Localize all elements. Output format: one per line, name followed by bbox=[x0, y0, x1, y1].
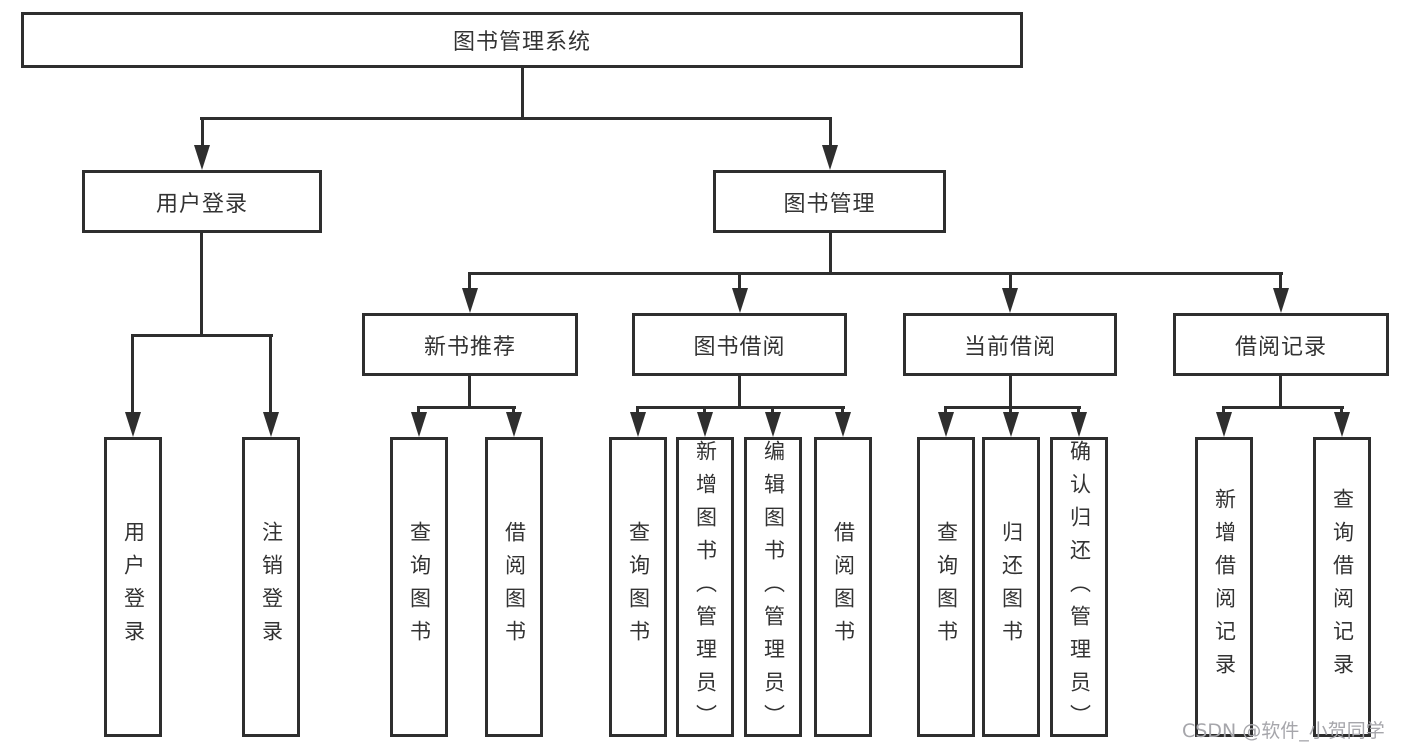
connector-to-book-borrow bbox=[738, 273, 741, 291]
arrow-down-icon bbox=[765, 412, 781, 437]
arrow-down-icon bbox=[1003, 412, 1019, 437]
leaf-add-borrow-record: 新增借阅记录 bbox=[1195, 437, 1253, 737]
connector-level3-rail bbox=[468, 272, 1283, 275]
connector-drop bbox=[417, 407, 420, 415]
arrow-down-icon bbox=[506, 412, 522, 437]
leaf-edit-book-admin: 编辑图书（管理员） bbox=[744, 437, 802, 737]
arrow-down-icon bbox=[1002, 288, 1018, 313]
leaf-query-books-borrow: 查询图书 bbox=[609, 437, 667, 737]
arrow-down-icon bbox=[697, 412, 713, 437]
leaf-logout: 注销登录 bbox=[242, 437, 300, 737]
leaf-borrow-books-recommend: 借阅图书 bbox=[485, 437, 543, 737]
connector-root-stem bbox=[521, 68, 524, 118]
leaf-borrow-books: 借阅图书 bbox=[814, 437, 872, 737]
leaf-query-books-current: 查询图书 bbox=[917, 437, 975, 737]
arrow-down-icon bbox=[835, 412, 851, 437]
node-book-management: 图书管理 bbox=[713, 170, 946, 233]
connector-user-login-rail bbox=[131, 334, 273, 337]
connector-drop bbox=[1340, 407, 1343, 415]
arrow-down-icon bbox=[194, 145, 210, 170]
arrow-down-icon bbox=[462, 288, 478, 313]
arrow-down-icon bbox=[1216, 412, 1232, 437]
connector-drop bbox=[944, 407, 947, 415]
connector-to-leaf-login bbox=[131, 335, 134, 415]
connector-to-user-login bbox=[201, 118, 204, 148]
connector-current-borrow-stem bbox=[1009, 376, 1012, 407]
connector-book-borrow-stem bbox=[738, 376, 741, 407]
connector-to-current-borrow bbox=[1009, 273, 1012, 291]
leaf-query-borrow-record: 查询借阅记录 bbox=[1313, 437, 1371, 737]
connector-new-book-rail bbox=[417, 406, 516, 409]
connector-drop bbox=[512, 407, 515, 415]
arrow-down-icon bbox=[1071, 412, 1087, 437]
connector-drop bbox=[703, 407, 706, 415]
arrow-down-icon bbox=[1334, 412, 1350, 437]
leaf-user-login: 用户登录 bbox=[104, 437, 162, 737]
leaf-return-books: 归还图书 bbox=[982, 437, 1040, 737]
connector-drop bbox=[841, 407, 844, 415]
connector-to-book-management bbox=[829, 118, 832, 148]
connector-drop bbox=[771, 407, 774, 415]
node-new-book-recommend: 新书推荐 bbox=[362, 313, 578, 376]
leaf-confirm-return-admin: 确认归还（管理员） bbox=[1050, 437, 1108, 737]
node-borrow-records: 借阅记录 bbox=[1173, 313, 1389, 376]
connector-borrow-records-rail bbox=[1222, 406, 1344, 409]
connector-book-borrow-rail bbox=[636, 406, 845, 409]
connector-current-borrow-rail bbox=[944, 406, 1081, 409]
connector-to-borrow-records bbox=[1279, 273, 1282, 291]
connector-drop bbox=[636, 407, 639, 415]
node-library-system: 图书管理系统 bbox=[21, 12, 1023, 68]
csdn-watermark: CSDN @软件_小贺同学 bbox=[1182, 720, 1385, 742]
connector-to-new-book bbox=[468, 273, 471, 291]
connector-drop bbox=[1009, 407, 1012, 415]
connector-drop bbox=[1077, 407, 1080, 415]
node-book-borrow: 图书借阅 bbox=[632, 313, 847, 376]
node-current-borrow: 当前借阅 bbox=[903, 313, 1117, 376]
connector-level2-rail bbox=[200, 117, 832, 120]
leaf-add-book-admin: 新增图书（管理员） bbox=[676, 437, 734, 737]
connector-book-management-stem bbox=[829, 233, 832, 273]
connector-new-book-stem bbox=[468, 376, 471, 407]
connector-to-leaf-logout bbox=[269, 335, 272, 415]
arrow-down-icon bbox=[411, 412, 427, 437]
arrow-down-icon bbox=[822, 145, 838, 170]
node-user-login: 用户登录 bbox=[82, 170, 322, 233]
arrow-down-icon bbox=[1273, 288, 1289, 313]
arrow-down-icon bbox=[732, 288, 748, 313]
connector-borrow-records-stem bbox=[1279, 376, 1282, 407]
leaf-query-books-recommend: 查询图书 bbox=[390, 437, 448, 737]
arrow-down-icon bbox=[938, 412, 954, 437]
arrow-down-icon bbox=[263, 412, 279, 437]
arrow-down-icon bbox=[630, 412, 646, 437]
arrow-down-icon bbox=[125, 412, 141, 437]
connector-user-login-stem bbox=[200, 233, 203, 335]
connector-drop bbox=[1222, 407, 1225, 415]
